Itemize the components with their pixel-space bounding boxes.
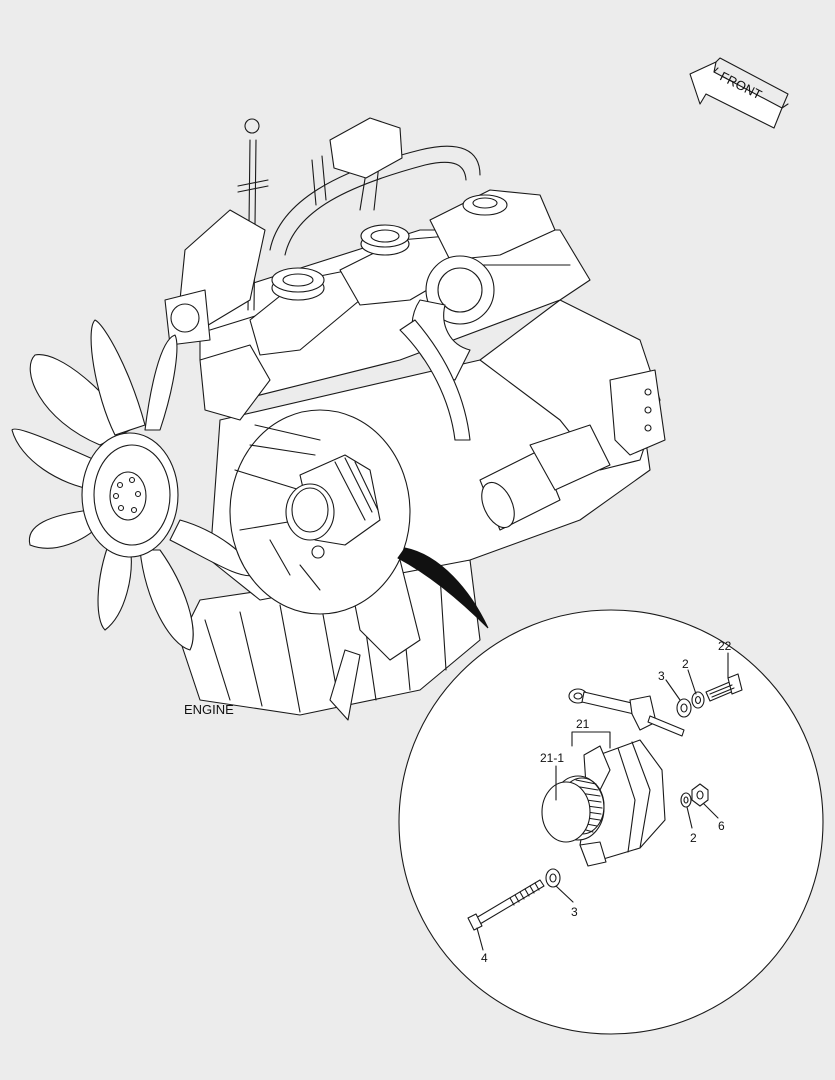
leader-2-mid bbox=[686, 806, 693, 829]
adjusting-link bbox=[568, 688, 685, 737]
part-label-4: 4 bbox=[481, 951, 488, 965]
callout-pointer bbox=[397, 547, 489, 629]
engine-label: ENGINE bbox=[184, 702, 234, 717]
part-label-6: 6 bbox=[718, 819, 725, 833]
part-label-2-mid: 2 bbox=[690, 831, 697, 845]
flat-washer-3-bottom bbox=[545, 868, 561, 888]
bolt-22 bbox=[705, 673, 743, 702]
bolt-4 bbox=[467, 879, 545, 931]
part-label-21-1: 21-1 bbox=[540, 751, 564, 765]
part-label-22: 22 bbox=[718, 639, 732, 653]
leader-3-bottom bbox=[555, 885, 574, 903]
alternator bbox=[541, 739, 666, 867]
leader-21 bbox=[571, 731, 611, 749]
leader-2-top bbox=[687, 669, 697, 695]
part-label-3-bottom: 3 bbox=[571, 905, 578, 919]
leader-6 bbox=[703, 803, 719, 819]
cooling-fan bbox=[11, 319, 256, 651]
flat-washer-3-top bbox=[676, 698, 692, 718]
spring-washer-2-top bbox=[691, 691, 705, 709]
front-arrow: FRONT bbox=[689, 57, 789, 129]
nut-6 bbox=[691, 783, 709, 807]
detail-callout-circle bbox=[229, 409, 411, 615]
part-label-3-top: 3 bbox=[658, 669, 665, 683]
spring-washer-2-mid bbox=[680, 792, 692, 808]
part-label-21: 21 bbox=[576, 717, 590, 731]
part-label-2-top: 2 bbox=[682, 657, 689, 671]
leader-3-top bbox=[665, 679, 681, 701]
alternator-detail-view: 22 2 3 21 21-1 2 6 3 4 bbox=[398, 609, 824, 1035]
leader-4 bbox=[476, 927, 484, 951]
